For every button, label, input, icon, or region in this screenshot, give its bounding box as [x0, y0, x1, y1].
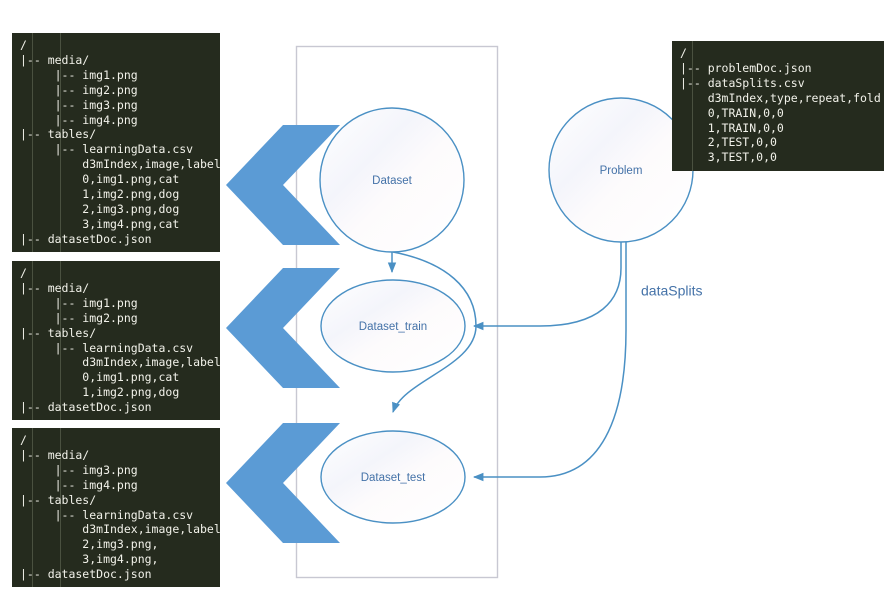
- tree-line: |-- datasetDoc.json: [20, 400, 152, 415]
- chevron-dataset: [226, 125, 340, 245]
- tree-line: |-- img1.png: [20, 67, 138, 82]
- tree-line: /: [20, 433, 27, 447]
- tree-line: 0,TRAIN,0,0: [680, 105, 784, 120]
- edge-label-datasplits: dataSplits: [641, 283, 702, 299]
- tree-line: 0,img1.png,cat: [20, 370, 180, 385]
- tree-line: |-- img2.png: [20, 82, 138, 97]
- tree-line: |-- img2.png: [20, 310, 138, 325]
- tree-line: |-- problemDoc.json: [680, 60, 812, 75]
- node-dataset-test[interactable]: Dataset_test: [320, 430, 466, 524]
- tree-line: |-- img1.png: [20, 295, 138, 310]
- dataset-test-tree: /|-- media/ |-- img3.png |-- img4.png|--…: [12, 428, 221, 587]
- tree-line: 3,TEST,0,0: [680, 150, 777, 165]
- tree-line: /: [20, 38, 27, 52]
- tree-line: d3mIndex,image,label: [20, 157, 221, 172]
- tree-line: /: [20, 266, 27, 280]
- indent-guide: [32, 33, 33, 252]
- node-dataset-train-label: Dataset_train: [359, 321, 427, 333]
- node-dataset-label: Dataset: [372, 175, 412, 187]
- tree-line: 2,img3.png,: [20, 537, 159, 552]
- tree-line: |-- media/: [20, 280, 90, 295]
- tree-line: |-- learningData.csv: [20, 142, 194, 157]
- tree-line: 1,img2.png,dog: [20, 385, 180, 400]
- tree-line: |-- img4.png: [20, 477, 138, 492]
- node-dataset-train[interactable]: Dataset_train: [320, 279, 466, 373]
- tree-line: 3,img4.png,: [20, 552, 159, 567]
- tree-line: |-- datasetDoc.json: [20, 231, 152, 246]
- dataset-train-tree: /|-- media/ |-- img1.png |-- img2.png|--…: [12, 261, 221, 420]
- tree-line: |-- media/: [20, 52, 90, 67]
- tree-line: |-- tables/: [20, 492, 97, 507]
- tree-line: 3,img4.png,cat: [20, 216, 180, 231]
- indent-guide: [60, 261, 61, 420]
- tree-line: 2,img3.png,dog: [20, 201, 180, 216]
- tree-line: 0,img1.png,cat: [20, 172, 180, 187]
- chevron-dataset-train: [226, 268, 340, 388]
- tree-line: d3mIndex,image,label: [20, 522, 221, 537]
- tree-line: |-- img4.png: [20, 112, 138, 127]
- indent-guide: [60, 33, 61, 252]
- tree-line: |-- datasetDoc.json: [20, 567, 152, 582]
- tree-line: d3mIndex,type,repeat,fold: [680, 90, 881, 105]
- tree-line: 2,TEST,0,0: [680, 135, 777, 150]
- node-dataset[interactable]: Dataset: [319, 107, 465, 253]
- tree-line: |-- learningData.csv: [20, 507, 194, 522]
- tree-line: |-- img3.png: [20, 462, 138, 477]
- edge-problem-to-train: [472, 242, 622, 331]
- tree-line: 1,img2.png,dog: [20, 187, 180, 202]
- indent-guide: [60, 428, 61, 587]
- problem-tree: /|-- problemDoc.json|-- dataSplits.csv d…: [672, 41, 884, 171]
- tree-line: |-- learningData.csv: [20, 340, 194, 355]
- node-problem-label: Problem: [600, 165, 643, 177]
- indent-guide: [32, 261, 33, 420]
- indent-guide: [692, 41, 693, 171]
- edge-problem-to-test: [472, 242, 627, 482]
- tree-line: /: [680, 46, 687, 60]
- tree-line: |-- tables/: [20, 127, 97, 142]
- chevron-dataset-test: [226, 423, 340, 543]
- node-problem[interactable]: Problem: [548, 97, 694, 243]
- tree-line: 1,TRAIN,0,0: [680, 120, 784, 135]
- tree-line: |-- tables/: [20, 325, 97, 340]
- node-dataset-test-label: Dataset_test: [361, 472, 426, 484]
- dataset-tree: /|-- media/ |-- img1.png |-- img2.png |-…: [12, 33, 221, 252]
- tree-line: |-- dataSplits.csv: [680, 75, 805, 90]
- tree-line: d3mIndex,image,label: [20, 355, 221, 370]
- tree-line: |-- img3.png: [20, 97, 138, 112]
- tree-line: |-- media/: [20, 447, 90, 462]
- indent-guide: [32, 428, 33, 587]
